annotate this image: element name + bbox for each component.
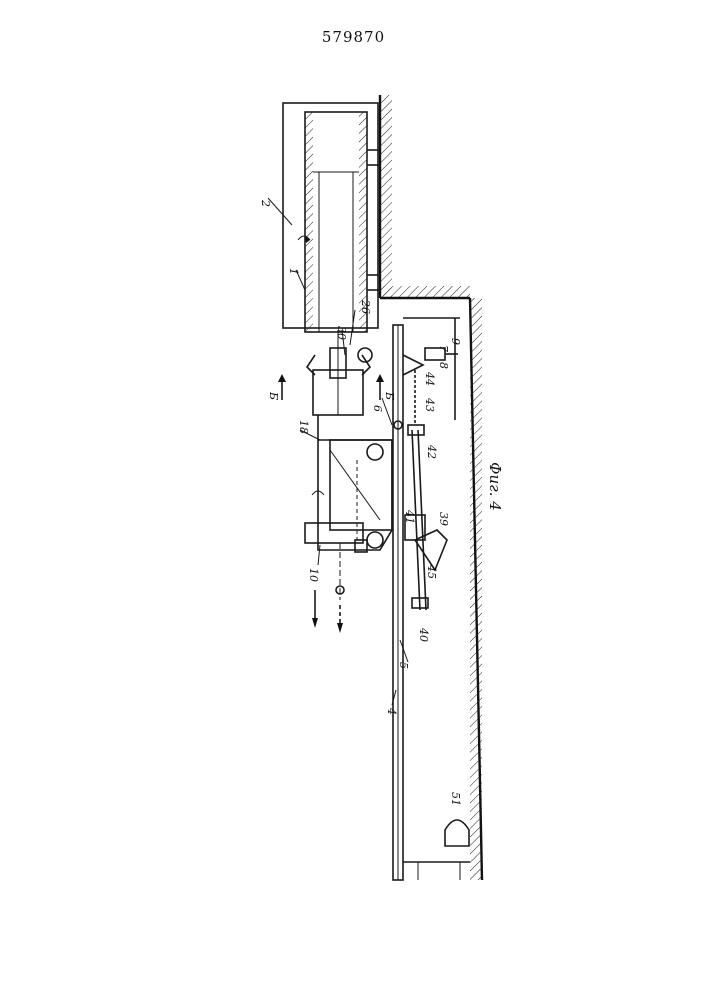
label-18: 18 [297, 420, 310, 434]
support-51 [445, 820, 469, 846]
label-39: 39 [437, 512, 450, 526]
label-41: 41 [403, 509, 416, 524]
kiln-housing [283, 103, 380, 332]
label-30: 30 [335, 326, 348, 340]
label-26: 26 [359, 299, 372, 314]
label-43: 43 [423, 397, 436, 412]
carriage-frame [305, 415, 392, 633]
label-section-b-right: Б [383, 391, 396, 400]
label-8: 8 [437, 362, 450, 369]
label-45: 45 [425, 564, 438, 579]
label-6: 6 [371, 405, 384, 412]
label-42: 42 [425, 444, 438, 459]
label-section-b-left: Б [267, 391, 280, 400]
label-1: 1 [287, 268, 300, 275]
label-40: 40 [417, 627, 430, 642]
label-9: 9 [449, 338, 462, 345]
figure-caption: Фиг. 4 [486, 462, 504, 511]
tube-assembly [307, 330, 372, 415]
label-2: 2 [259, 199, 272, 207]
ground-hatching [380, 95, 482, 880]
label-10: 10 [307, 568, 320, 582]
label-7: 7 [437, 345, 450, 352]
label-5: 5 [397, 662, 410, 669]
label-44: 44 [423, 371, 436, 386]
label-51: 51 [449, 792, 462, 806]
label-4: 4 [385, 707, 398, 715]
